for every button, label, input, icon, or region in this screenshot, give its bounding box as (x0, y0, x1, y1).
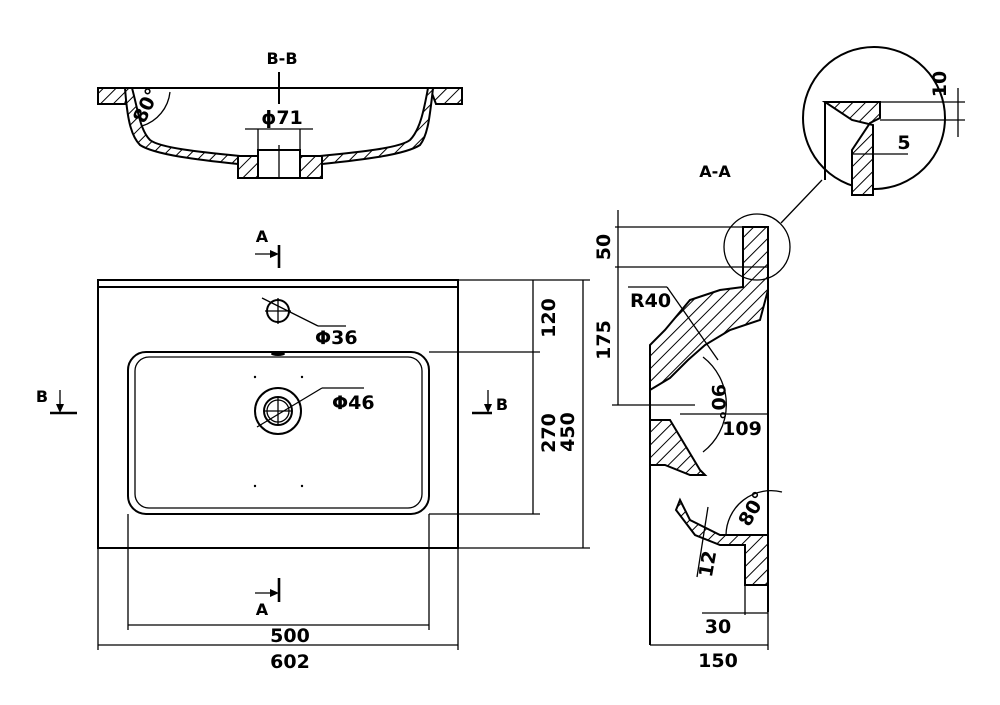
section-b-b-label: B-B (266, 49, 297, 68)
angle-90-label: 90° (707, 384, 729, 420)
dim-total-depth: 150 (698, 650, 738, 672)
dim-radius: R40 (630, 290, 671, 312)
dim-overall-depth: 450 (557, 412, 579, 452)
dim-foot: 30 (705, 616, 731, 638)
dim-drain-hole: Φ46 (332, 392, 375, 414)
detail-marker-circle (723, 213, 791, 281)
middle-profile (649, 419, 708, 476)
mounting-points (253, 375, 304, 488)
angle-arc-80 (141, 91, 171, 127)
dim-wall: 5 (897, 132, 910, 154)
rim-right (428, 87, 463, 105)
drain-outer (254, 387, 302, 435)
upper-profile (649, 226, 769, 392)
outer-outline (97, 279, 459, 549)
plan-view: Φ36 Φ46 A A B B (36, 227, 590, 673)
bowl-inner-outline (134, 356, 423, 509)
section-a-a: A-A 50 175 R40 90° 109 80° 12 30 1 (593, 162, 823, 672)
section-b-b: B-B ϕ71 80° (97, 49, 463, 179)
dim-offset: 109 (722, 418, 762, 440)
detail-rim (821, 101, 881, 196)
angle-arc-80-lower (725, 489, 783, 536)
dim-rim-height: 10 (929, 71, 951, 97)
detail-view: 10 5 (802, 46, 965, 196)
dim-bowl-width: 500 (270, 625, 310, 647)
dim-depth: 175 (593, 320, 615, 360)
bowl-shell (123, 87, 435, 165)
angle-arc-90 (702, 356, 727, 453)
dim-bowl-depth: 270 (538, 413, 560, 453)
dim-thickness: 12 (695, 549, 721, 579)
angle-80-label: 80° (129, 85, 164, 127)
section-a-a-label: A-A (699, 162, 731, 181)
dim-top: 50 (593, 234, 615, 260)
dim-tap-offset: 120 (538, 298, 560, 338)
bowl-outline (127, 351, 430, 515)
marker-b-right: B (496, 395, 508, 414)
dim-overall-width: 602 (270, 651, 310, 673)
dim-tap-hole: Φ36 (315, 327, 358, 349)
marker-b-left: B (36, 387, 48, 406)
marker-a-bottom: A (256, 600, 269, 619)
detail-leader (780, 179, 823, 224)
angle-80-lower-label: 80° (734, 488, 771, 530)
dim-drain-diameter: ϕ71 (261, 107, 303, 129)
overflow-slot (271, 352, 285, 356)
marker-a-top: A (256, 227, 269, 246)
